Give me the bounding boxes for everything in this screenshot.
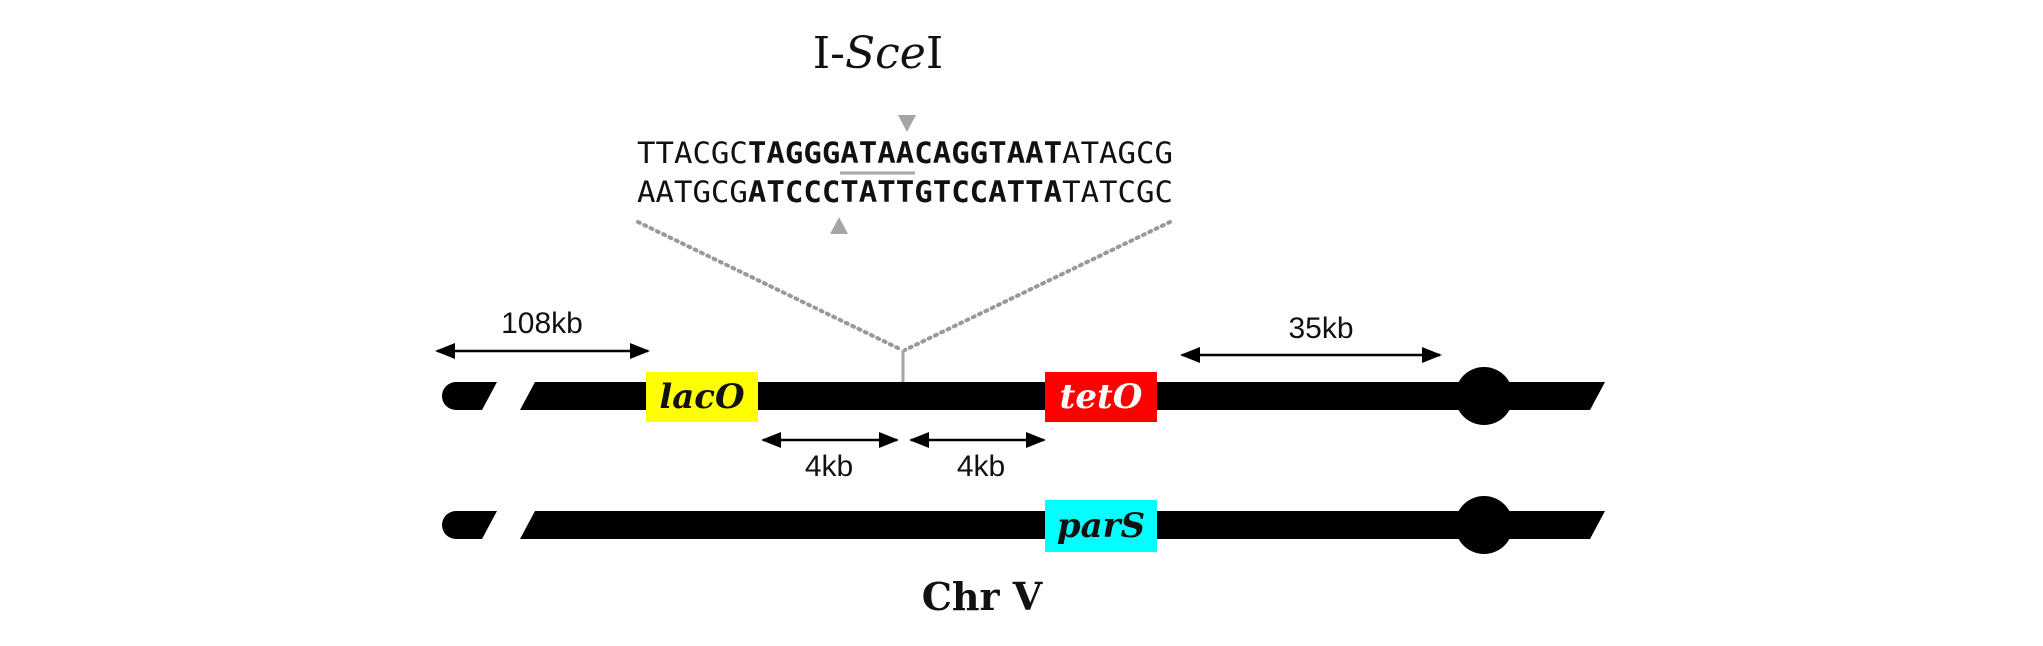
chromosome-bottom: parS (442, 496, 1605, 554)
centromere-bottom (1455, 496, 1513, 554)
distance-label-35kb: 35kb (1288, 312, 1353, 345)
sequence-bottom-right: TATCGC (1062, 175, 1173, 209)
sequence-bottom-site: ATCCCTATTGTCCATTA (748, 175, 1062, 209)
distance-label-4kb-right: 4kb (957, 450, 1005, 483)
sequence-top-site: TAGGGATAACAGGTAAT (748, 136, 1062, 170)
distance-label-4kb-left: 4kb (805, 450, 853, 483)
pars-label: parS (1057, 506, 1145, 546)
zoom-line-left (636, 220, 904, 352)
laco-box (646, 372, 758, 422)
chromosome-label: Chr V (922, 574, 1044, 619)
distance-label-108kb: 108kb (501, 307, 583, 340)
distance-site-teto: 4kb (909, 432, 1046, 483)
teto-box (1045, 372, 1157, 422)
pars-marker: parS (1045, 500, 1157, 552)
laco-label: lacO (659, 377, 745, 417)
sequence-bottom-left: AATGCG (637, 175, 748, 209)
distance-telomere-laco: 108kb (435, 307, 650, 359)
teto-marker: tetO (1045, 372, 1157, 422)
enzyme-suffix: I (926, 28, 943, 79)
zoom-line-right (903, 220, 1172, 352)
distance-teto-centromere: 35kb (1180, 312, 1442, 363)
telomere-end-bottom (442, 511, 497, 539)
telomere-end-top (442, 382, 497, 410)
sequence-top-right: ATAGCG (1062, 136, 1173, 170)
sequence-top-left: TTACGC (637, 136, 748, 170)
distance-laco-site: 4kb (761, 432, 899, 483)
enzyme-italic: Sce (845, 28, 926, 79)
centromere-top (1455, 367, 1513, 425)
chromosome-top: lacO tetO (442, 367, 1605, 425)
enzyme-prefix: I- (813, 28, 845, 79)
enzyme-title: I-SceI (813, 28, 943, 79)
top-cut-arrow-icon (898, 115, 916, 132)
pars-box (1045, 500, 1157, 552)
laco-marker: lacO (646, 372, 758, 422)
bottom-cut-arrow-icon (830, 217, 848, 234)
teto-label: tetO (1060, 377, 1143, 417)
